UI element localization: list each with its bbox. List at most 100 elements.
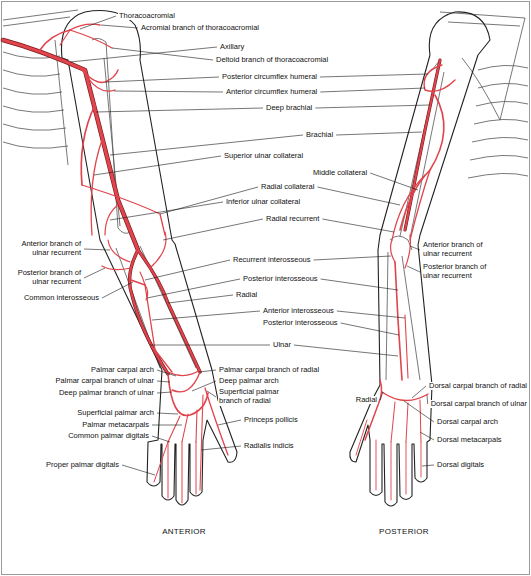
artery xyxy=(391,402,395,442)
leader-line xyxy=(152,425,182,426)
artery xyxy=(138,250,200,372)
leader-line xyxy=(84,268,105,278)
artery-label: Ulnar xyxy=(272,341,292,350)
skeleton-outline xyxy=(474,119,528,124)
leader-line xyxy=(218,420,241,425)
skeleton-outline xyxy=(478,83,528,88)
artery xyxy=(3,24,455,503)
artery xyxy=(391,442,392,500)
artery-label: Radial xyxy=(235,291,258,300)
artery-label: Inferior ulnar collateral xyxy=(225,198,301,207)
artery xyxy=(40,30,70,50)
limb-outline xyxy=(378,55,430,385)
artery-label: Radial collateral xyxy=(260,183,315,192)
leader-line xyxy=(168,295,233,303)
artery-label: Dorsal carpal branch of radial xyxy=(428,382,528,391)
skeleton-outline xyxy=(92,38,130,233)
artery xyxy=(82,185,165,235)
artery-label: Recurrent interosseous xyxy=(232,256,312,265)
leader-line xyxy=(420,432,434,440)
artery xyxy=(196,442,197,494)
artery-label: Dorsal digitals xyxy=(436,461,485,470)
artery-label: Posterior branch of ulnar recurrent xyxy=(422,263,504,280)
artery xyxy=(154,442,168,482)
leader-line xyxy=(157,413,178,414)
artery-label: Common palmar digitals xyxy=(67,432,150,441)
skeleton-outline xyxy=(3,70,60,76)
artery xyxy=(150,232,166,268)
view-title: POSTERIOR xyxy=(378,527,430,536)
artery xyxy=(70,30,112,48)
leader-line xyxy=(337,311,405,318)
artery-label: Radialis indicis xyxy=(243,442,295,451)
artery-label: Anterior branch of ulnar recurrent xyxy=(10,240,82,257)
artery xyxy=(172,372,200,392)
artery-label: Deep palmar branch of ulnar xyxy=(58,389,155,398)
artery xyxy=(391,240,395,262)
leader-line xyxy=(422,465,434,466)
leader-line xyxy=(96,108,263,112)
artery-label: Radial recurrent xyxy=(265,215,320,224)
leader-line xyxy=(122,465,155,475)
artery-label: Superior ulnar collateral xyxy=(223,152,304,161)
leader-line xyxy=(84,249,110,250)
leader-line xyxy=(322,219,394,232)
leader-line xyxy=(152,311,260,320)
artery-label: Anterior circumflex humeral xyxy=(225,88,318,97)
artery xyxy=(421,442,422,477)
leader-line xyxy=(201,446,241,450)
skeleton-outline xyxy=(3,106,64,112)
skeleton-outline xyxy=(470,155,528,160)
artery-label: Axillary xyxy=(219,43,245,52)
leader-line xyxy=(314,256,392,260)
leader-line xyxy=(192,381,216,391)
artery xyxy=(376,440,377,490)
leader-line xyxy=(147,279,240,298)
limb-outline xyxy=(350,385,432,506)
artery-label: Posterior interosseous xyxy=(242,275,319,284)
leader-line xyxy=(105,77,219,82)
skeleton-outline xyxy=(468,173,528,178)
artery-label: Radial xyxy=(355,396,378,405)
artery xyxy=(140,272,145,285)
skeleton-outline xyxy=(3,17,70,26)
leader-line xyxy=(412,386,426,398)
artery-label: Thoracoacromial xyxy=(118,12,176,21)
artery xyxy=(60,30,70,45)
artery-label: Anterior branch of ulnar recurrent xyxy=(422,241,499,258)
leader-line xyxy=(101,25,138,28)
artery xyxy=(406,442,407,494)
skeleton-outline xyxy=(3,10,528,380)
leader-line xyxy=(320,88,425,92)
leader-line xyxy=(94,156,221,175)
artery-label: Common interosseous xyxy=(23,294,100,303)
artery xyxy=(168,416,180,442)
skeleton-outline xyxy=(390,236,412,250)
artery xyxy=(356,420,367,455)
artery xyxy=(182,442,183,503)
leader-line xyxy=(207,391,216,397)
skeleton-outline xyxy=(476,101,528,106)
leader-line xyxy=(341,323,399,335)
artery-label: Deltoid branch of thoracoacromial xyxy=(215,56,329,65)
artery xyxy=(406,403,408,442)
leader-line xyxy=(380,392,383,400)
artery-label: Princeps pollicis xyxy=(243,416,299,425)
artery xyxy=(145,285,172,372)
artery xyxy=(424,65,455,91)
artery xyxy=(405,60,440,230)
artery xyxy=(405,235,410,268)
skeleton-outline xyxy=(3,124,66,130)
artery-label: Anterior interosseous xyxy=(262,307,335,316)
leader-line xyxy=(145,260,230,280)
artery-label: Posterior circumflex humeral xyxy=(221,73,318,82)
leader-line xyxy=(315,105,430,108)
skeleton-outline xyxy=(3,142,68,148)
leader-line xyxy=(336,132,422,135)
leader-line xyxy=(157,381,170,382)
view-title: ANTERIOR xyxy=(161,527,207,536)
